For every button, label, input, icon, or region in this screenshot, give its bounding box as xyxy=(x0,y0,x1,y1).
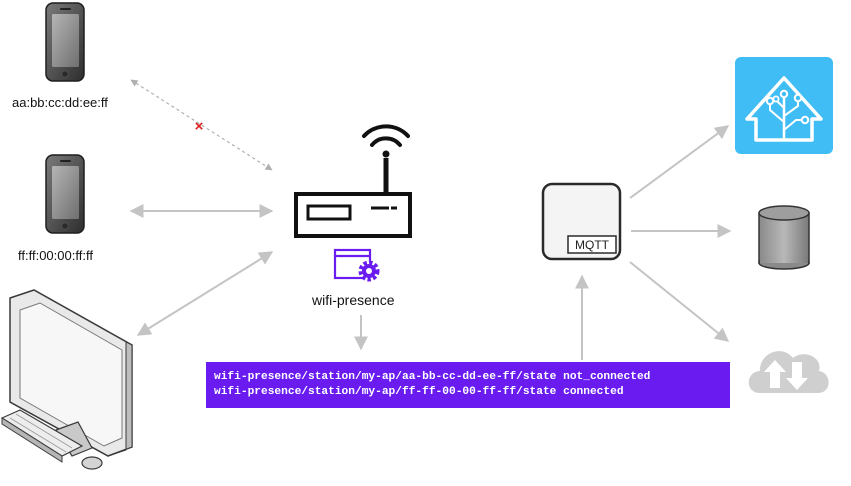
phone-top-mac-label: aa:bb:cc:dd:ee:ff xyxy=(12,95,108,110)
mqtt-message-line: wifi-presence/station/my-ap/ff-ff-00-00-… xyxy=(214,386,624,398)
mqtt-label: MQTT xyxy=(575,238,610,252)
phone-icon xyxy=(45,2,85,82)
phone-icon xyxy=(45,154,85,234)
link-mqtt-cloud xyxy=(629,261,730,342)
computer-icon xyxy=(0,289,133,470)
home-assistant-icon xyxy=(735,57,833,154)
mqtt-broker-icon xyxy=(541,182,622,261)
link-mqtt-homeassistant xyxy=(629,125,730,199)
database-icon xyxy=(758,205,810,270)
app-gear-icon xyxy=(333,248,380,282)
mqtt-message-line: wifi-presence/station/my-ap/aa-bb-cc-dd-… xyxy=(214,371,651,383)
disconnect-mark: × xyxy=(195,118,204,135)
link-computer-router xyxy=(136,251,274,336)
router-label: wifi-presence xyxy=(312,292,395,308)
mqtt-messages-box: wifi-presence/station/my-ap/aa-bb-cc-dd-… xyxy=(206,362,730,408)
link-phone-top-router xyxy=(130,79,273,171)
cloud-sync-icon xyxy=(748,351,829,393)
phone-mid-mac-label: ff:ff:00:00:ff:ff xyxy=(18,248,93,263)
router-icon xyxy=(294,124,412,238)
